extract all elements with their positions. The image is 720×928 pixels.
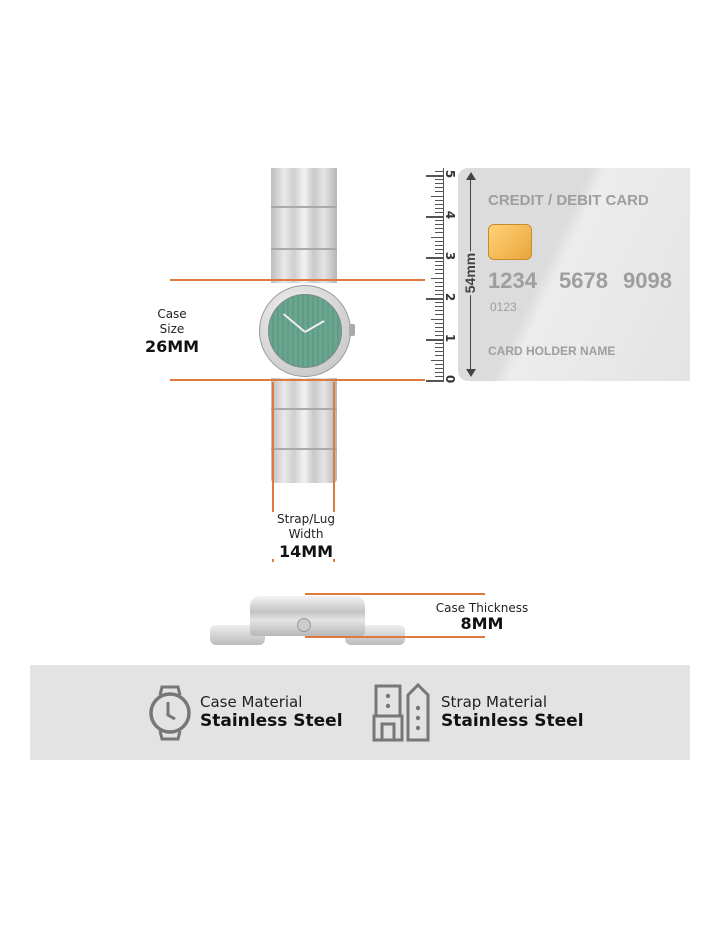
ruler-tick [435,355,444,357]
card-small-number: 0123 [490,300,517,314]
ruler-tick [435,191,444,193]
ruler-tick [435,248,444,250]
ruler [424,168,444,382]
ruler-tick [435,211,444,213]
ruler-tick [435,293,444,295]
ruler-tick [435,343,444,345]
ruler-tick [435,310,444,312]
case-size-label: Case Size 26MM [132,307,212,356]
case-material-value: Stainless Steel [200,711,343,731]
ruler-tick [431,318,444,320]
ruler-tick [435,170,444,172]
ruler-tick [431,236,444,238]
ruler-tick [435,252,444,254]
ruler-tick [435,367,444,369]
ruler-tick [426,216,444,218]
strap-width-label: Strap/Lug Width 14MM [266,512,346,561]
watch-case-icon [149,685,191,741]
ruler-tick [435,261,444,263]
strap-icon [372,683,430,742]
ruler-tick [435,240,444,242]
case-thickness-label: Case Thickness 8MM [420,601,544,633]
ruler-tick [435,187,444,189]
case-size-value: 26MM [144,337,200,356]
card-number-group-1: 1234 [488,268,537,293]
ruler-number: 1 [443,333,458,343]
ruler-number: 4 [443,210,458,220]
case-thickness-value: 8MM [460,614,504,633]
thickness-top-line [305,593,485,595]
ruler-tick [435,322,444,324]
strap-width-label-line2: Width [288,527,324,541]
materials-band: Case Material Stainless Steel Strap Mate… [30,665,690,760]
ruler-tick [431,195,444,197]
ruler-tick [435,351,444,353]
ruler-tick [435,203,444,205]
case-size-top-line [170,279,425,281]
ruler-number: 5 [443,169,458,179]
strap-right-line [333,382,335,562]
credit-card-image: 54mm CREDIT / DEBIT CARD 1234 5678 9098 … [458,168,690,381]
ruler-tick [435,224,444,226]
ruler-tick [426,257,444,259]
strap-width-value: 14MM [278,542,334,561]
case-size-bottom-line [170,379,425,381]
ruler-tick [435,330,444,332]
ruler-tick [435,334,444,336]
strap-material-value: Stainless Steel [441,711,584,731]
ruler-tick [431,359,444,361]
ruler-tick [435,363,444,365]
ruler-tick [426,380,444,382]
ruler-tick [435,285,444,287]
case-size-label-line2: Size [159,322,185,336]
ruler-tick [435,183,444,185]
ruler-tick [435,273,444,275]
ruler-tick [435,371,444,373]
ruler-tick [426,298,444,300]
ruler-number: 2 [443,292,458,302]
ruler-tick [435,326,444,328]
ruler-tick [435,302,444,304]
ruler-tick [435,265,444,267]
thickness-bottom-line [305,636,485,638]
ruler-tick [431,277,444,279]
ruler-tick [435,347,444,349]
case-size-label-line1: Case [157,307,187,321]
ruler-tick [435,289,444,291]
ruler-tick [435,306,444,308]
ruler-tick [435,269,444,271]
ruler-tick [426,175,444,177]
ruler-tick [435,220,444,222]
ruler-tick [426,339,444,341]
card-number-group-3: 9098 [623,268,672,293]
card-title: CREDIT / DEBIT CARD [488,192,649,209]
card-holder-name: CARD HOLDER NAME [488,344,616,358]
ruler-tick [435,232,444,234]
strap-width-label-line1: Strap/Lug [277,512,335,526]
case-thickness-title: Case Thickness [435,601,529,615]
ruler-tick [435,199,444,201]
ruler-tick [435,207,444,209]
ruler-tick [435,179,444,181]
strap-left-line [272,382,274,562]
case-material-title: Case Material [200,693,303,711]
chip-icon [488,224,532,260]
ruler-number: 0 [443,374,458,384]
card-number-group-2: 5678 [559,268,608,293]
ruler-tick [435,244,444,246]
ruler-tick [435,228,444,230]
strap-material-title: Strap Material [441,693,547,711]
ruler-number: 3 [443,251,458,261]
ruler-tick [435,281,444,283]
card-height-label: 54mm [462,250,479,296]
ruler-tick [435,314,444,316]
ruler-tick [435,375,444,377]
